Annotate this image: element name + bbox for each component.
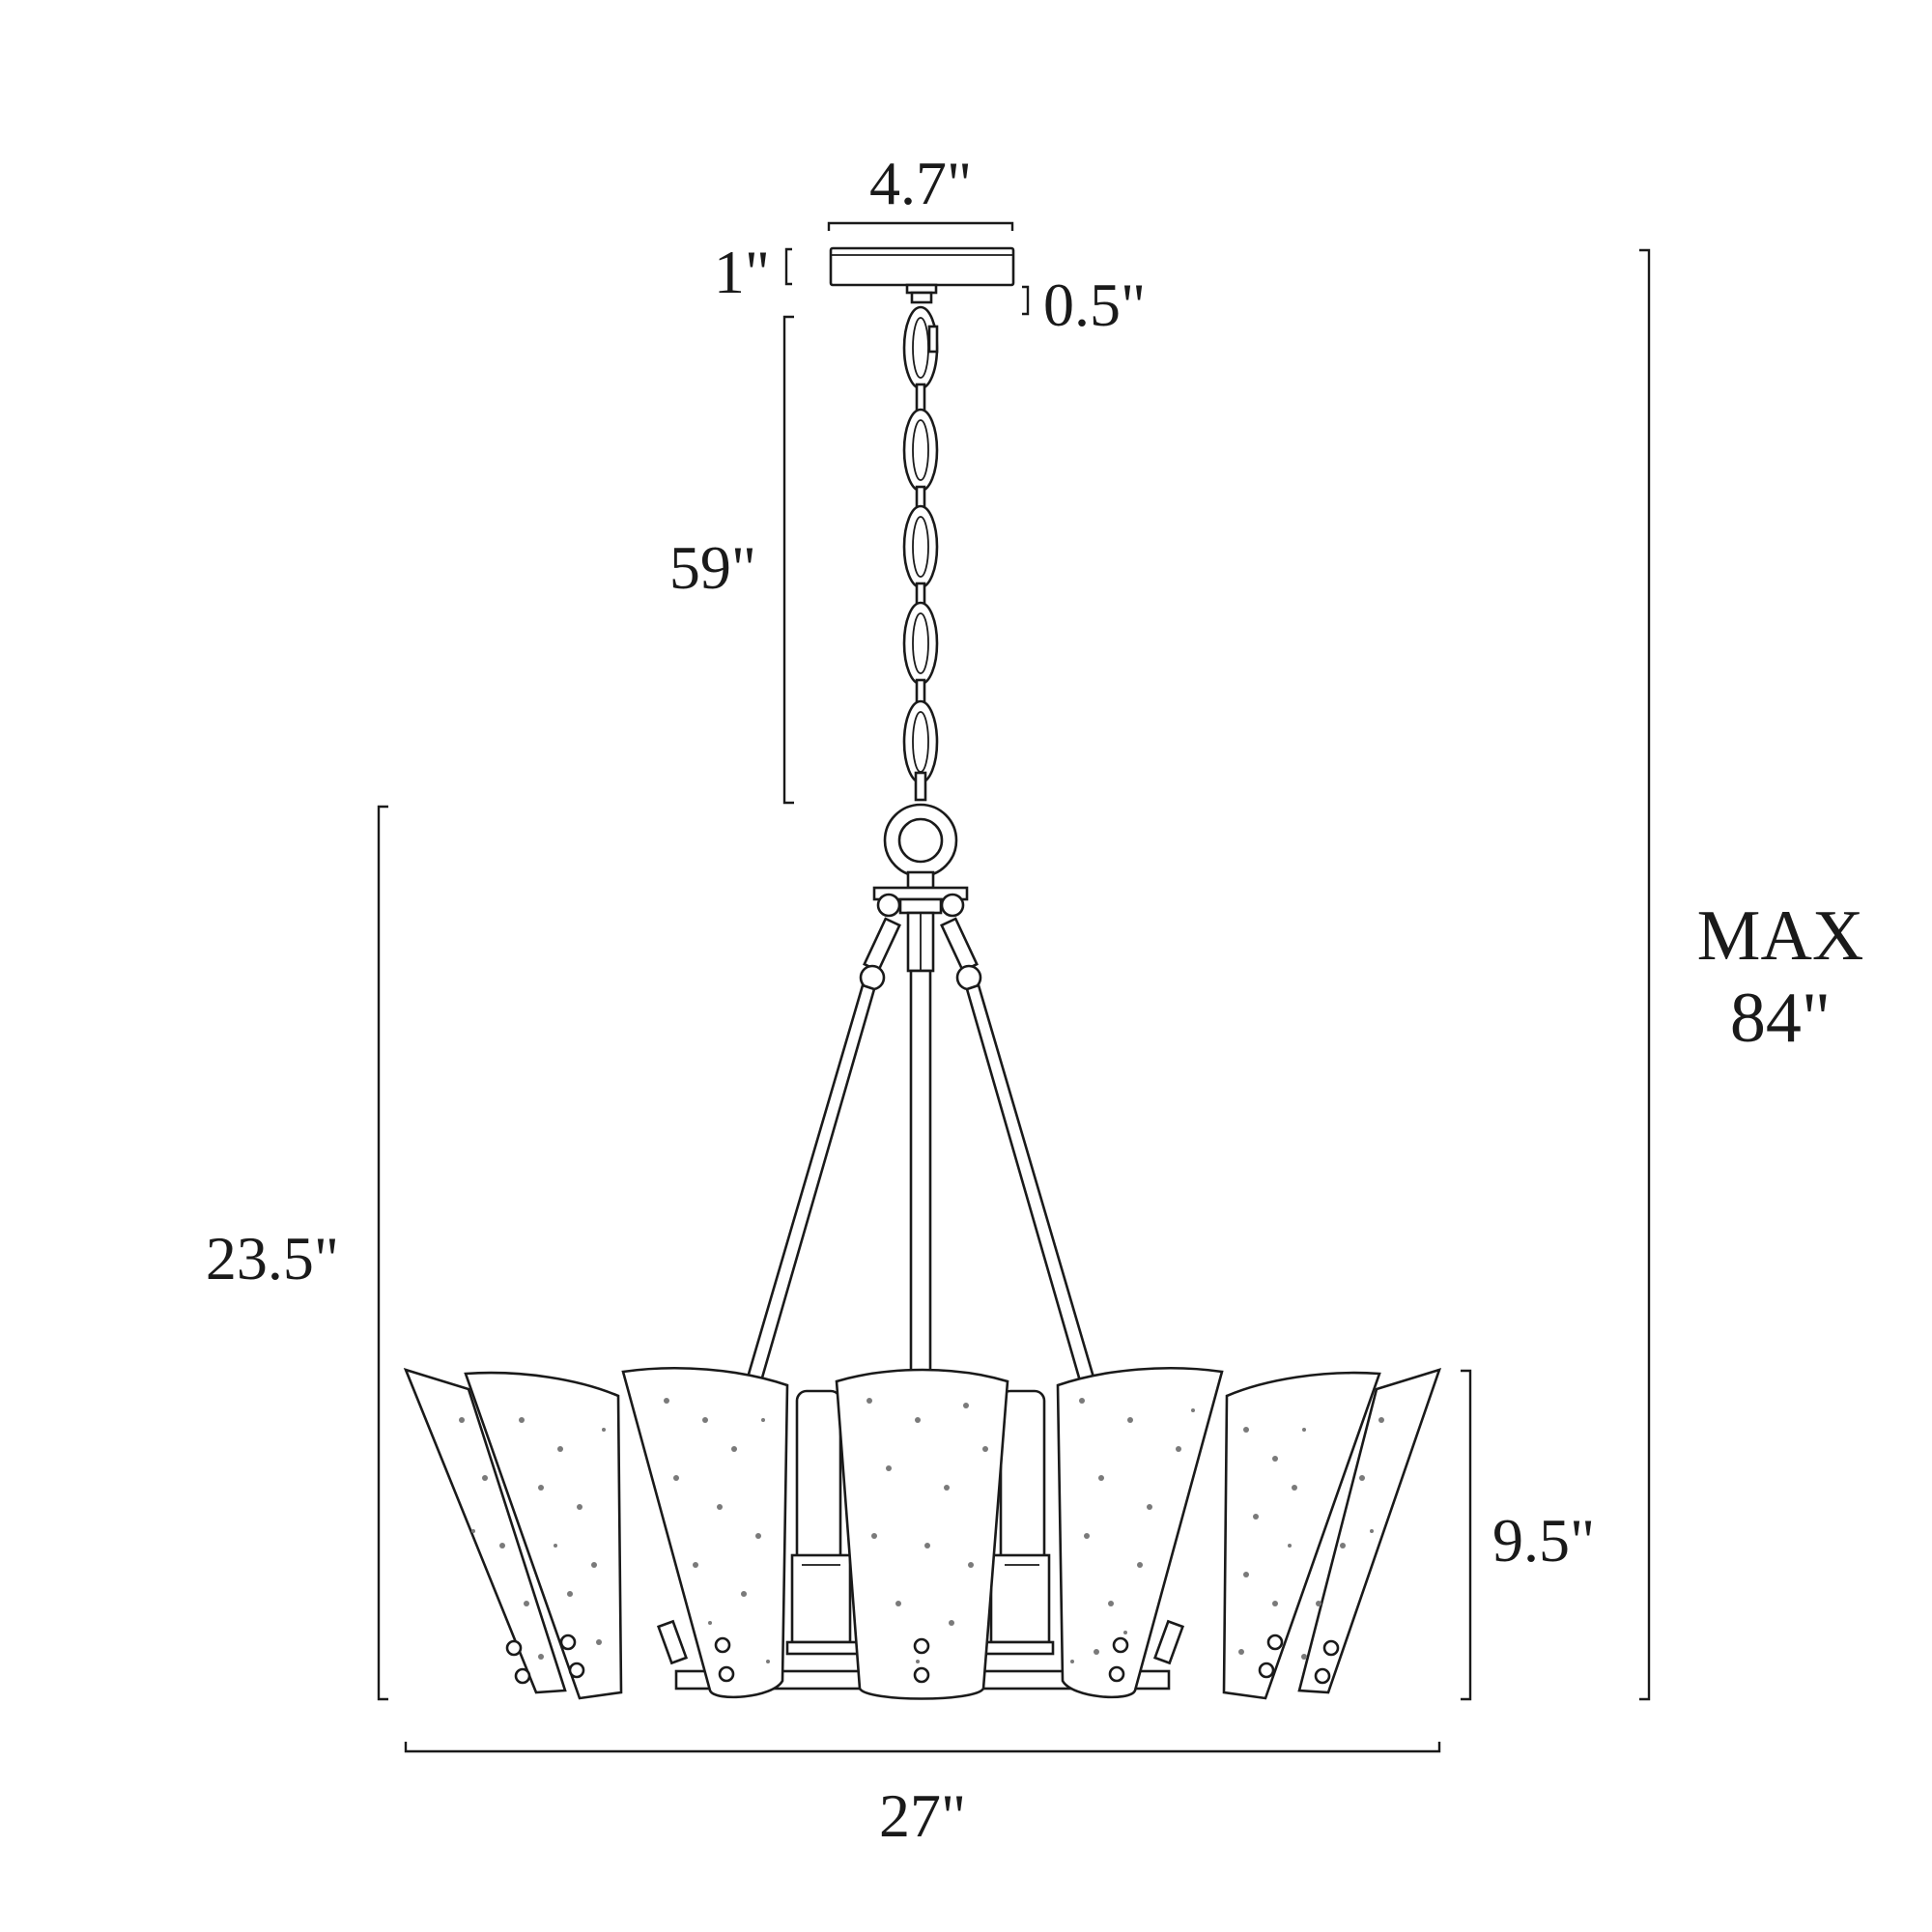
dimension-lines <box>377 221 1651 1753</box>
canopy-width-label: 4.7" <box>869 149 972 217</box>
canopy-offset-bracket <box>1022 285 1030 316</box>
shade-right-mid <box>1056 1367 1224 1699</box>
shade-right-back <box>1222 1371 1381 1700</box>
canopy-height-label: 1" <box>714 238 770 306</box>
canopy-height-bracket <box>784 247 792 286</box>
shades <box>403 1367 1442 1700</box>
chain-length-bracket <box>782 315 794 805</box>
shade-height-label: 9.5" <box>1492 1506 1595 1575</box>
shade-far-right-back <box>1297 1368 1442 1694</box>
max-height-value: 84" <box>1730 979 1831 1058</box>
dimension-labels: 4.7" 1" 0.5" 59" 23.5" MAX 84" 9.5" 27" <box>206 149 1863 1850</box>
fixture-height-bracket <box>377 805 388 1701</box>
max-height-bracket <box>1639 248 1651 1701</box>
shade-left-back <box>464 1371 623 1700</box>
fixture-width-bracket <box>404 1742 1441 1753</box>
chain <box>902 305 939 802</box>
shade-height-bracket <box>1461 1369 1472 1701</box>
shade-left-mid <box>621 1367 789 1699</box>
shade-far-left-back <box>403 1367 567 1694</box>
chain-length-label: 59" <box>669 533 756 602</box>
canopy-width-bracket <box>827 221 1014 231</box>
suspension-arms <box>743 893 1098 1393</box>
fixture-width-label: 27" <box>879 1781 966 1850</box>
canopy <box>829 246 1015 304</box>
max-height-label: MAX <box>1697 896 1864 976</box>
canopy-offset-label: 0.5" <box>1043 270 1146 339</box>
hanging-loop <box>872 803 969 973</box>
shade-center <box>835 1368 1009 1700</box>
shade-studs <box>505 1634 1340 1685</box>
fixture-height-label: 23.5" <box>206 1224 339 1293</box>
